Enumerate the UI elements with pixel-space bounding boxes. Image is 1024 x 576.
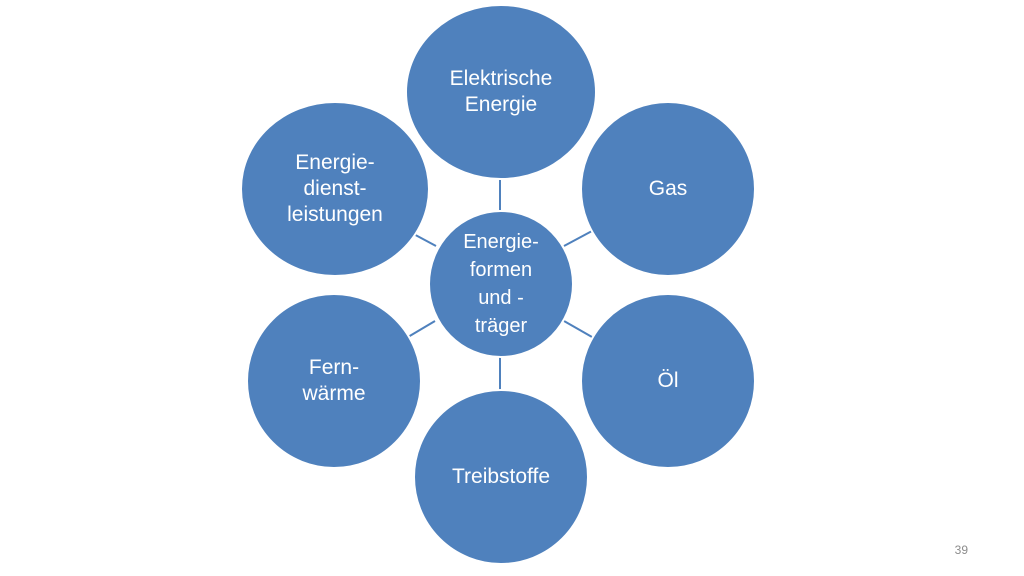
node-fernwaerme: Fern- wärme	[246, 293, 422, 469]
node-label: Fern- wärme	[302, 356, 366, 405]
connector-line	[563, 320, 593, 338]
node-label: Energie- dienst- leistungen	[287, 151, 383, 226]
node-label: Öl	[657, 369, 679, 392]
node-label: Elektrische Energie	[449, 67, 553, 116]
node-oel: Öl	[580, 293, 756, 469]
node-center-energieformen: Energie- formen und - träger	[428, 210, 574, 358]
node-label: Gas	[648, 177, 688, 200]
connector-line	[407, 320, 436, 338]
node-gas: Gas	[580, 101, 756, 277]
node-treibstoffe: Treibstoffe	[413, 389, 589, 565]
node-energiedienstleistungen: Energie- dienst- leistungen	[240, 101, 430, 277]
node-label: Energie- formen und - träger	[463, 231, 539, 337]
connector-line	[563, 230, 593, 247]
slide-number: 39	[954, 543, 968, 557]
node-elektrische-energie: Elektrische Energie	[405, 4, 597, 180]
node-label: Treibstoffe	[451, 465, 551, 488]
